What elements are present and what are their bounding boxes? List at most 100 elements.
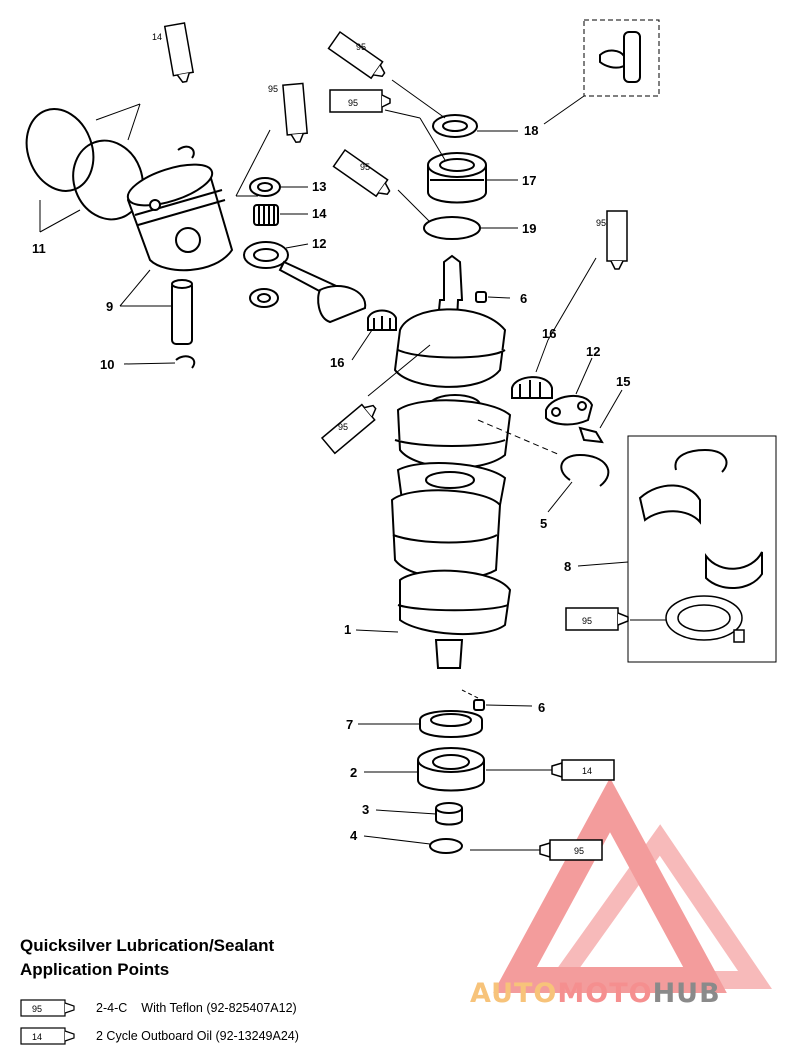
callout-5: 5 [540, 516, 547, 531]
tube-c [327, 30, 386, 80]
seal-18 [432, 114, 478, 138]
callout-14: 14 [312, 206, 327, 221]
crank-leaders [355, 296, 561, 633]
cap-bolt [578, 426, 604, 444]
tube-g [320, 403, 377, 455]
tube-j-label: 95 [574, 846, 584, 856]
rod-cap [545, 394, 594, 426]
lower-leaders [358, 689, 552, 851]
legend-text-1: With Teflon (92-825407A12) [141, 1001, 297, 1015]
tube-legend-icon-1: 95 [20, 999, 75, 1017]
tube-j [539, 839, 603, 861]
piston-leaders [119, 269, 176, 365]
callout-12b: 12 [586, 344, 600, 359]
crankshaft [390, 254, 512, 669]
callout-15: 15 [616, 374, 630, 389]
watermark-part1: AUTO [470, 978, 558, 1009]
callout-6b: 6 [538, 700, 545, 715]
callout-16a: 16 [330, 355, 344, 370]
tube-a [163, 22, 195, 83]
connecting-rod [243, 241, 367, 324]
rod-leaders [95, 103, 373, 361]
rod-right-leaders [535, 257, 623, 429]
legend-title-line2: Application Points [20, 960, 170, 979]
callout-9: 9 [106, 299, 113, 314]
callout-12a: 12 [312, 236, 326, 251]
tube-h-label: 95 [582, 616, 592, 626]
tube-a-label: 14 [152, 32, 162, 42]
watermark-logo [493, 777, 772, 993]
legend-title: Quicksilver Lubrication/Sealant Applicat… [20, 934, 274, 982]
svg-text:14: 14 [32, 1032, 42, 1042]
watermark-part2: MOTO [557, 978, 653, 1009]
snap-ring-top [177, 145, 195, 159]
rod-bearing-16 [367, 309, 397, 331]
ring5-leader [547, 481, 573, 513]
callout-2: 2 [350, 765, 357, 780]
svg-text:95: 95 [32, 1004, 42, 1014]
retaining-ring-5 [560, 453, 610, 487]
callout-13: 13 [312, 179, 326, 194]
callout-19: 19 [522, 221, 536, 236]
tube-e-label: 95 [360, 162, 370, 172]
watermark-brand: AUTOMOTOHUB [470, 978, 721, 1009]
o-ring-19 [423, 216, 481, 240]
upper-stack-leaders [384, 79, 585, 229]
tube-b [282, 82, 309, 144]
tube-i-label: 14 [582, 766, 592, 776]
piston [126, 163, 234, 272]
washer-lower [249, 288, 279, 308]
piston-rings-leader [39, 200, 81, 233]
key-6-bottom [473, 699, 485, 711]
inset-shaft [599, 31, 641, 83]
callout-7: 7 [346, 717, 353, 732]
tube-g-label: 95 [338, 422, 348, 432]
legend-item-2: 14 2 Cycle Outboard Oil (92-13249A24) [20, 1026, 299, 1046]
needle-bearing-14 [253, 204, 279, 226]
inset-box [583, 19, 660, 97]
tube-c-label: 95 [356, 42, 366, 52]
kit-ring [674, 448, 728, 473]
sleeve-3 [435, 802, 463, 826]
ball-bearing-2 [417, 747, 485, 792]
kit-leader [577, 561, 666, 621]
seal-7 [419, 710, 483, 738]
callout-8: 8 [564, 559, 571, 574]
callout-16b: 16 [542, 326, 556, 341]
callout-4: 4 [350, 828, 358, 843]
callout-18: 18 [524, 123, 538, 138]
piston-rings [25, 108, 144, 221]
callout-3: 3 [362, 802, 369, 817]
legend-item-1: 95 2-4-C With Teflon (92-825407A12) [20, 998, 297, 1018]
callout-6a: 6 [520, 291, 527, 306]
tube-f-label: 95 [596, 218, 606, 228]
rod-bearing-right [511, 376, 553, 399]
roller-bearing-17 [427, 152, 487, 204]
callout-1: 1 [344, 622, 351, 637]
tube-i [551, 759, 615, 781]
kit-half-shell-upper [638, 484, 701, 525]
tube-legend-icon-2: 14 [20, 1027, 75, 1045]
bearing-washer-13 [249, 177, 281, 197]
tube-d-label: 95 [348, 98, 358, 108]
watermark-part3: HUB [652, 978, 721, 1009]
legend-title-line1: Quicksilver Lubrication/Sealant [20, 936, 275, 955]
tube-f [606, 210, 628, 270]
piston-pin [171, 279, 193, 345]
legend-code-1: 2-4-C [96, 1001, 128, 1015]
callout-11: 11 [32, 241, 46, 256]
tube-d [329, 89, 391, 113]
callout-17: 17 [522, 173, 536, 188]
tube-b-label: 95 [268, 84, 278, 94]
tube-e [332, 148, 391, 198]
key-6-top [475, 291, 487, 303]
o-ring-4 [429, 838, 463, 854]
bearing-kit-box [627, 435, 777, 663]
kit-half-shell-lower [705, 551, 763, 590]
tube-h [565, 607, 629, 631]
legend-text-2: 2 Cycle Outboard Oil (92-13249A24) [96, 1029, 299, 1043]
snap-ring-bottom [175, 355, 196, 369]
callout-10: 10 [100, 357, 114, 372]
kit-needle-cage [665, 595, 745, 643]
